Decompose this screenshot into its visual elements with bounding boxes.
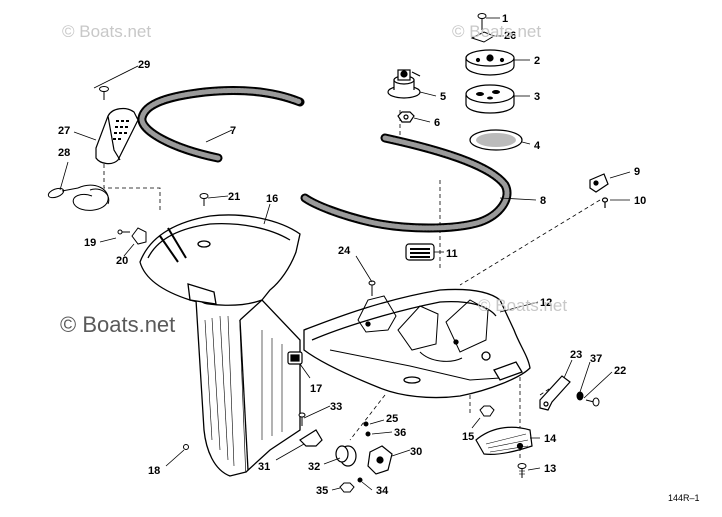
part-11-cushion <box>405 243 435 261</box>
callout-1: 1 <box>502 13 508 25</box>
part-13-screw <box>517 463 527 478</box>
part-24-screw <box>368 280 376 296</box>
callout-23: 23 <box>570 349 582 361</box>
part-15-nut <box>479 405 495 417</box>
callout-15: 15 <box>462 431 474 443</box>
callout-33: 33 <box>330 401 342 413</box>
callout-4: 4 <box>534 140 541 152</box>
callout-9: 9 <box>634 166 640 178</box>
callout-5: 5 <box>440 91 446 103</box>
callout-18: 18 <box>148 465 160 477</box>
callout-19: 19 <box>84 237 96 249</box>
callout-35: 35 <box>316 485 328 497</box>
callout-2: 2 <box>534 55 540 67</box>
callout-20: 20 <box>116 255 128 267</box>
callout-27: 27 <box>58 125 70 137</box>
callout-11: 11 <box>446 248 458 260</box>
part-22-screw <box>585 397 600 407</box>
part-9-10-bracket <box>589 173 609 208</box>
callout-numbers: 1 26 2 3 4 5 6 7 8 9 10 11 12 13 14 15 1… <box>58 13 646 497</box>
callout-32: 32 <box>308 461 320 473</box>
callout-34: 34 <box>376 485 389 497</box>
callout-37: 37 <box>590 353 602 365</box>
part-3-insulator <box>465 84 515 114</box>
callout-14: 14 <box>544 433 557 445</box>
callout-7: 7 <box>230 125 236 137</box>
callout-25: 25 <box>386 413 398 425</box>
part-14-pad <box>475 426 533 455</box>
part-33-screw <box>298 412 306 426</box>
callout-10: 10 <box>634 195 646 207</box>
callout-24: 24 <box>338 245 351 257</box>
part-12-lower-cover <box>303 288 531 399</box>
part-35-nut <box>339 482 355 493</box>
part-31-clip <box>299 429 323 447</box>
callout-36: 36 <box>394 427 406 439</box>
callout-28: 28 <box>58 147 70 159</box>
part-36-washer <box>365 431 371 437</box>
callout-31: 31 <box>258 461 270 473</box>
callout-8: 8 <box>540 195 546 207</box>
callout-6: 6 <box>434 117 440 129</box>
watermark: © Boats.net <box>62 22 152 41</box>
callout-29: 29 <box>138 59 150 71</box>
part-32-bushing <box>335 445 357 467</box>
part-29-screw <box>99 86 109 100</box>
part-28-plug <box>47 184 110 211</box>
part-37-washer <box>576 391 584 401</box>
part-5-valve <box>387 69 421 99</box>
part-17-grommet <box>287 351 303 365</box>
part-30-block <box>367 445 393 475</box>
callout-16: 16 <box>266 193 278 205</box>
part-23-latch <box>539 375 571 411</box>
callout-30: 30 <box>410 446 422 458</box>
part-6-nut <box>397 111 415 123</box>
part-16-lower-cover <box>139 214 301 477</box>
callout-12: 12 <box>540 297 552 309</box>
callout-17: 17 <box>310 383 322 395</box>
part-21-screw <box>199 193 209 206</box>
part-34-washer <box>357 477 363 483</box>
leader-lines <box>59 17 631 491</box>
part-27-grip <box>95 107 139 165</box>
part-19-20-bracket <box>117 227 147 245</box>
callout-22: 22 <box>614 365 626 377</box>
watermark: © Boats.net <box>478 296 568 315</box>
watermark: © Boats.net <box>60 312 176 337</box>
callout-21: 21 <box>228 191 240 203</box>
part-2-cap <box>465 49 515 76</box>
part-1-screw <box>477 13 487 30</box>
diagram-reference-code: 144R–1 <box>668 493 700 503</box>
callout-3: 3 <box>534 91 540 103</box>
part-8-seal <box>300 133 512 233</box>
part-25-washer <box>363 421 369 427</box>
callout-26: 26 <box>504 30 516 42</box>
part-18-screw <box>183 444 189 450</box>
callout-13: 13 <box>544 463 556 475</box>
part-7-seal <box>137 86 305 163</box>
part-4-gasket <box>469 129 523 151</box>
watermark: © Boats.net <box>452 22 542 41</box>
